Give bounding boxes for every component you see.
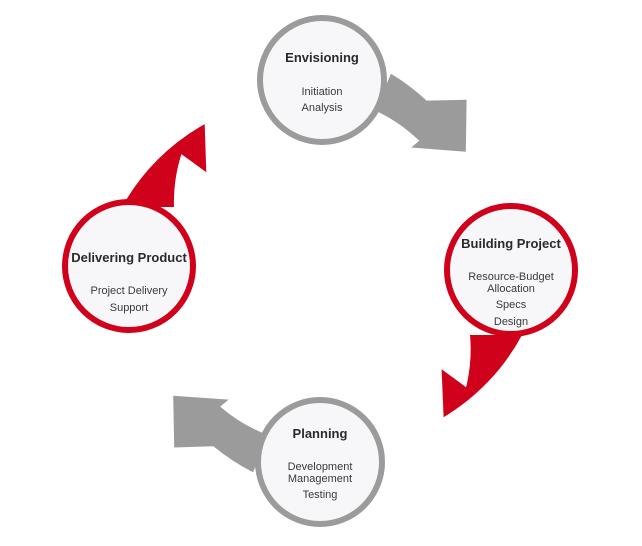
node-planning-line: Development [288, 461, 353, 473]
node-planning-line: Testing [303, 489, 338, 501]
node-delivering-circle [62, 199, 196, 333]
node-envisioning-title: Envisioning [285, 50, 359, 65]
node-building-line: Design [494, 316, 528, 328]
node-planning: Planning Development Management Testing [255, 397, 385, 527]
arrow-layer [122, 73, 522, 473]
node-envisioning-line: Initiation [302, 86, 343, 98]
arrow-envisioning-to-building [375, 73, 467, 152]
node-delivering-line: Support [110, 302, 149, 314]
arrow-building-to-planning [441, 335, 522, 418]
node-building-title: Building Project [461, 236, 561, 251]
node-delivering: Delivering Product Project Delivery Supp… [62, 199, 196, 333]
node-delivering-title: Delivering Product [71, 250, 187, 265]
node-building-line: Specs [496, 299, 527, 311]
arrow-planning-to-delivering [173, 395, 269, 473]
node-planning-line: Management [288, 473, 352, 485]
node-planning-circle [255, 397, 385, 527]
node-envisioning-circle [257, 15, 387, 145]
node-envisioning: Envisioning Initiation Analysis [257, 15, 387, 145]
node-building-circle [444, 203, 578, 337]
node-building: Building Project Resource-Budget Allocat… [444, 203, 578, 337]
node-building-line: Allocation [487, 283, 535, 295]
node-envisioning-line: Analysis [302, 102, 343, 114]
node-delivering-line: Project Delivery [90, 285, 168, 297]
node-planning-title: Planning [293, 426, 348, 441]
arrow-delivering-to-envisioning [122, 124, 207, 207]
node-building-line: Resource-Budget [468, 271, 554, 283]
